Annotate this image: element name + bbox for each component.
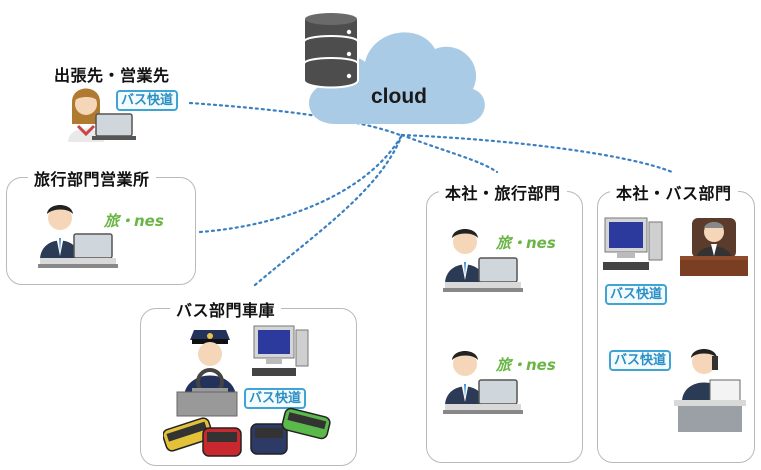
- link-travel-sales: [198, 133, 404, 234]
- bus-kaido-logo: バス快道: [609, 350, 672, 371]
- bus-kaido-logo: バス快道: [116, 90, 179, 111]
- cloud-icon: [308, 32, 485, 125]
- bus-kaido-logo: バス快道: [605, 284, 668, 305]
- woman-at-laptop-icon: [68, 88, 136, 142]
- ryokaido-logo: 旅・nes: [104, 212, 164, 230]
- link-bus-garage: [253, 133, 404, 287]
- bus-kaido-logo: バス快道: [244, 388, 307, 409]
- site-title-hq-bus: 本社・バス部門: [610, 180, 738, 204]
- site-title-business-trip: 出張先・営業先: [54, 62, 170, 86]
- database-icon: [303, 11, 359, 89]
- cloud-label: cloud: [371, 85, 427, 108]
- link-hq-travel: [400, 133, 499, 174]
- man-at-laptop-icon: [443, 351, 523, 414]
- ryokaido-logo: 旅・nes: [496, 356, 556, 374]
- link-hq-bus: [400, 133, 674, 174]
- site-title-travel-sales: 旅行部門営業所: [28, 166, 156, 190]
- site-title-bus-garage: バス部門車庫: [170, 297, 282, 321]
- executive-at-desk-icon: [680, 218, 748, 276]
- busy-man-on-phone-icon: [674, 349, 746, 432]
- site-box-hq-travel: [426, 191, 583, 463]
- ryokaido-logo: 旅・nes: [496, 234, 556, 252]
- desktop-computer-icon: [603, 217, 663, 270]
- man-at-laptop-icon: [443, 229, 523, 292]
- man-at-laptop-icon: [38, 205, 118, 268]
- desktop-computer-icon: [252, 325, 309, 376]
- buses-icon: [163, 391, 331, 457]
- site-title-hq-travel: 本社・旅行部門: [439, 180, 567, 204]
